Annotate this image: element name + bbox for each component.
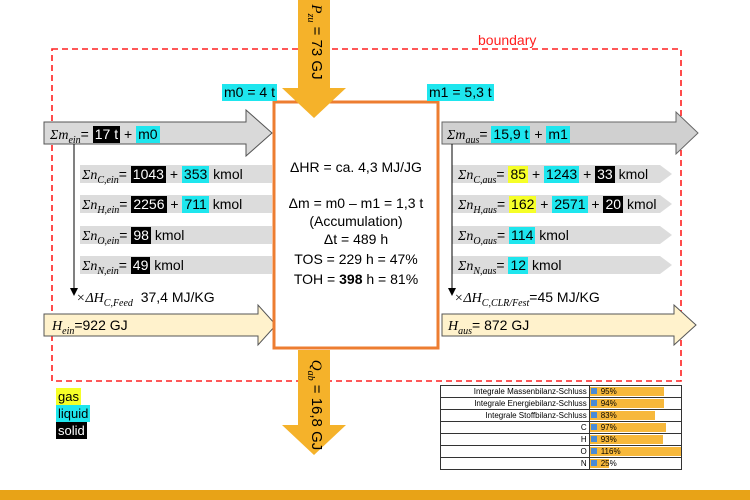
legend-solid: solid	[56, 422, 87, 439]
h-input-label: ΣnH,ein= 2256 + 711 kmol	[82, 196, 243, 216]
bottom-accent-bar	[0, 490, 750, 500]
bar-chart-icon	[590, 448, 597, 454]
kpi-row: O 116%	[440, 445, 683, 458]
mass-output-arrow	[441, 110, 699, 156]
tos-value: TOS = 229 h = 47%	[294, 251, 418, 267]
heat-output-arrow	[282, 350, 346, 455]
kpi-bar	[589, 435, 663, 444]
m0-label: m0 = 4 t	[222, 84, 277, 101]
c-input-label: ΣnC,ein= 1043 + 353 kmol	[82, 166, 243, 186]
toh-value: TOH = 398 h = 81%	[293, 271, 419, 287]
bar-chart-icon	[590, 388, 597, 394]
kpi-percent: 93%	[600, 435, 617, 444]
kpi-percent: 94%	[600, 399, 617, 408]
kpi-row: C 97%	[440, 421, 683, 434]
kpi-bar-cell: 116%	[588, 445, 683, 458]
arrow-o-in	[80, 226, 272, 244]
heating-value-output: ×ΔHC,CLR/Fest=45 MJ/KG	[454, 289, 600, 309]
o-input-label: ΣnO,ein= 98 kmol	[82, 227, 185, 247]
kpi-label: O	[440, 445, 590, 458]
enthalpy-input-label: Hein=922 GJ	[52, 317, 128, 337]
h-output-label: ΣnH,aus= 162 + 2571 + 20 kmol	[458, 196, 657, 216]
duration: Δt = 489 h	[323, 231, 389, 247]
bar-chart-icon	[590, 436, 597, 442]
heating-value-input: ×ΔHC,Feed 37,4 MJ/KG	[76, 289, 215, 309]
system-boundary	[51, 48, 682, 382]
kpi-label: Integrale Stoffbilanz-Schluss	[440, 409, 590, 422]
mass-output-label: Σmaus= 15,9 t + m1	[447, 126, 570, 146]
mass-difference: Δm = m0 – m1 = 1,3 t	[288, 195, 424, 211]
power-input-label: Pzu = 73 GJ	[305, 4, 325, 80]
kpi-label: Integrale Massenbilanz-Schluss	[440, 385, 590, 398]
bar-chart-icon	[590, 424, 597, 430]
n-output-label: ΣnN,aus= 12 kmol	[458, 257, 562, 277]
arrow-h-in	[80, 195, 272, 213]
reaction-enthalpy: ΔHR = ca. 4,3 MJ/JG	[290, 159, 422, 175]
enthalpy-input-arrow	[43, 303, 277, 347]
arrow-n-in	[80, 256, 272, 274]
kpi-bar	[589, 387, 665, 396]
enthalpy-output-arrow	[441, 303, 697, 347]
mass-input-label: Σmein= 17 t + m0	[50, 126, 160, 146]
kpi-label: N	[440, 457, 590, 470]
kpi-row: N 25%	[440, 457, 683, 470]
kpi-row: Integrale Massenbilanz-Schluss 95%	[440, 385, 683, 398]
bar-chart-icon	[590, 400, 597, 406]
kpi-bar-cell: 97%	[588, 421, 683, 434]
kpi-bar-cell: 25%	[588, 457, 683, 470]
kpi-bar	[589, 447, 681, 456]
bar-chart-icon	[590, 412, 597, 418]
heat-output-label: Qab = 16,8 GJ	[305, 359, 325, 451]
enthalpy-output-label: Haus= 872 GJ	[448, 317, 530, 337]
power-input-arrow	[282, 0, 346, 118]
arrow-o-out	[452, 226, 672, 244]
kpi-bar	[589, 423, 667, 432]
kpi-bar-cell: 93%	[588, 433, 683, 446]
kpi-bar	[589, 459, 610, 468]
kpi-bar	[589, 399, 664, 408]
arrow-n-out	[452, 256, 672, 274]
reactor-box	[272, 100, 440, 350]
kpi-label: H	[440, 433, 590, 446]
o-output-label: ΣnO,aus= 114 kmol	[458, 227, 569, 247]
bar-chart-icon	[590, 460, 597, 466]
n-input-label: ΣnN,ein= 49 kmol	[82, 257, 184, 277]
kpi-percent: 83%	[600, 411, 617, 420]
kpi-row: Integrale Energiebilanz-Schluss 94%	[440, 397, 683, 410]
kpi-bar-cell: 94%	[588, 397, 683, 410]
accumulation-label: (Accumulation)	[309, 213, 403, 229]
legend-liquid: liquid	[56, 405, 91, 422]
kpi-row: Integrale Stoffbilanz-Schluss 83%	[440, 409, 683, 422]
kpi-row: H 93%	[440, 433, 683, 446]
kpi-label: Integrale Energiebilanz-Schluss	[440, 397, 590, 410]
kpi-percent: 97%	[600, 423, 617, 432]
kpi-percent: 25%	[600, 459, 617, 468]
m1-label: m1 = 5,3 t	[427, 84, 494, 101]
kpi-percent: 95%	[600, 387, 617, 396]
c-output-label: ΣnC,aus= 85 + 1243 + 33 kmol	[458, 166, 649, 186]
kpi-bar-cell: 83%	[588, 409, 683, 422]
arrow-c-in	[80, 165, 272, 183]
kpi-bar-cell: 95%	[588, 385, 683, 398]
kpi-label: C	[440, 421, 590, 434]
legend-gas: gas	[56, 388, 81, 405]
kpi-percent: 116%	[600, 447, 621, 456]
kpi-bar	[589, 411, 656, 420]
boundary-label: boundary	[478, 32, 537, 48]
